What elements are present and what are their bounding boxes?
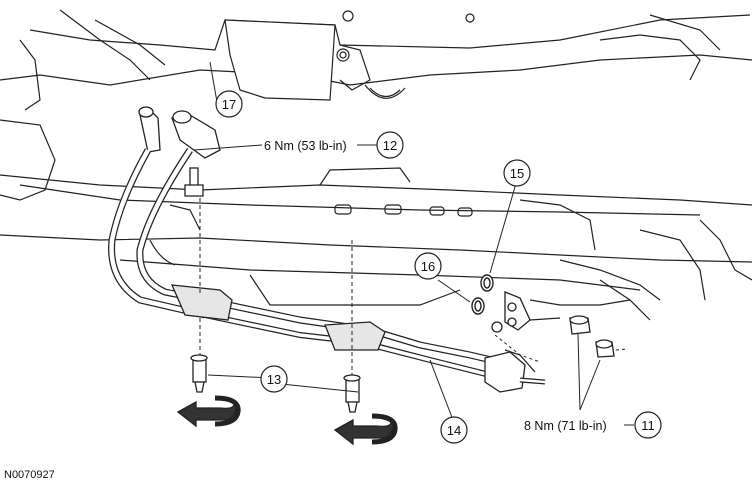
figure-id: N0070927 [4,469,55,481]
callout-15: 15 [503,159,531,187]
callout-16: 16 [414,252,442,280]
leader-lines [193,61,634,426]
svg-text:16: 16 [421,259,435,274]
svg-text:13: 13 [267,372,281,387]
o-ring-16 [471,297,485,315]
push-pins-13 [190,240,361,413]
svg-text:17: 17 [222,97,236,112]
o-ring-15 [480,274,494,292]
svg-text:15: 15 [510,166,524,181]
svg-text:11: 11 [641,418,655,433]
svg-text:12: 12 [383,138,397,153]
rotation-arrows [176,395,398,446]
callout-12: 12 [376,131,404,159]
bolt-12 [184,167,204,295]
svg-text:14: 14 [447,423,461,438]
torque-label-12: 6 Nm (53 lb-in) [264,139,347,153]
callout-11: 11 [634,411,662,439]
callout-17: 17 [215,90,243,118]
torque-label-11: 8 Nm (71 lb-in) [524,419,607,433]
o-rings [471,274,494,315]
callout-13: 13 [260,365,288,393]
ac-line-assembly [108,106,631,393]
callout-14: 14 [440,416,468,444]
nuts-11 [569,315,629,358]
